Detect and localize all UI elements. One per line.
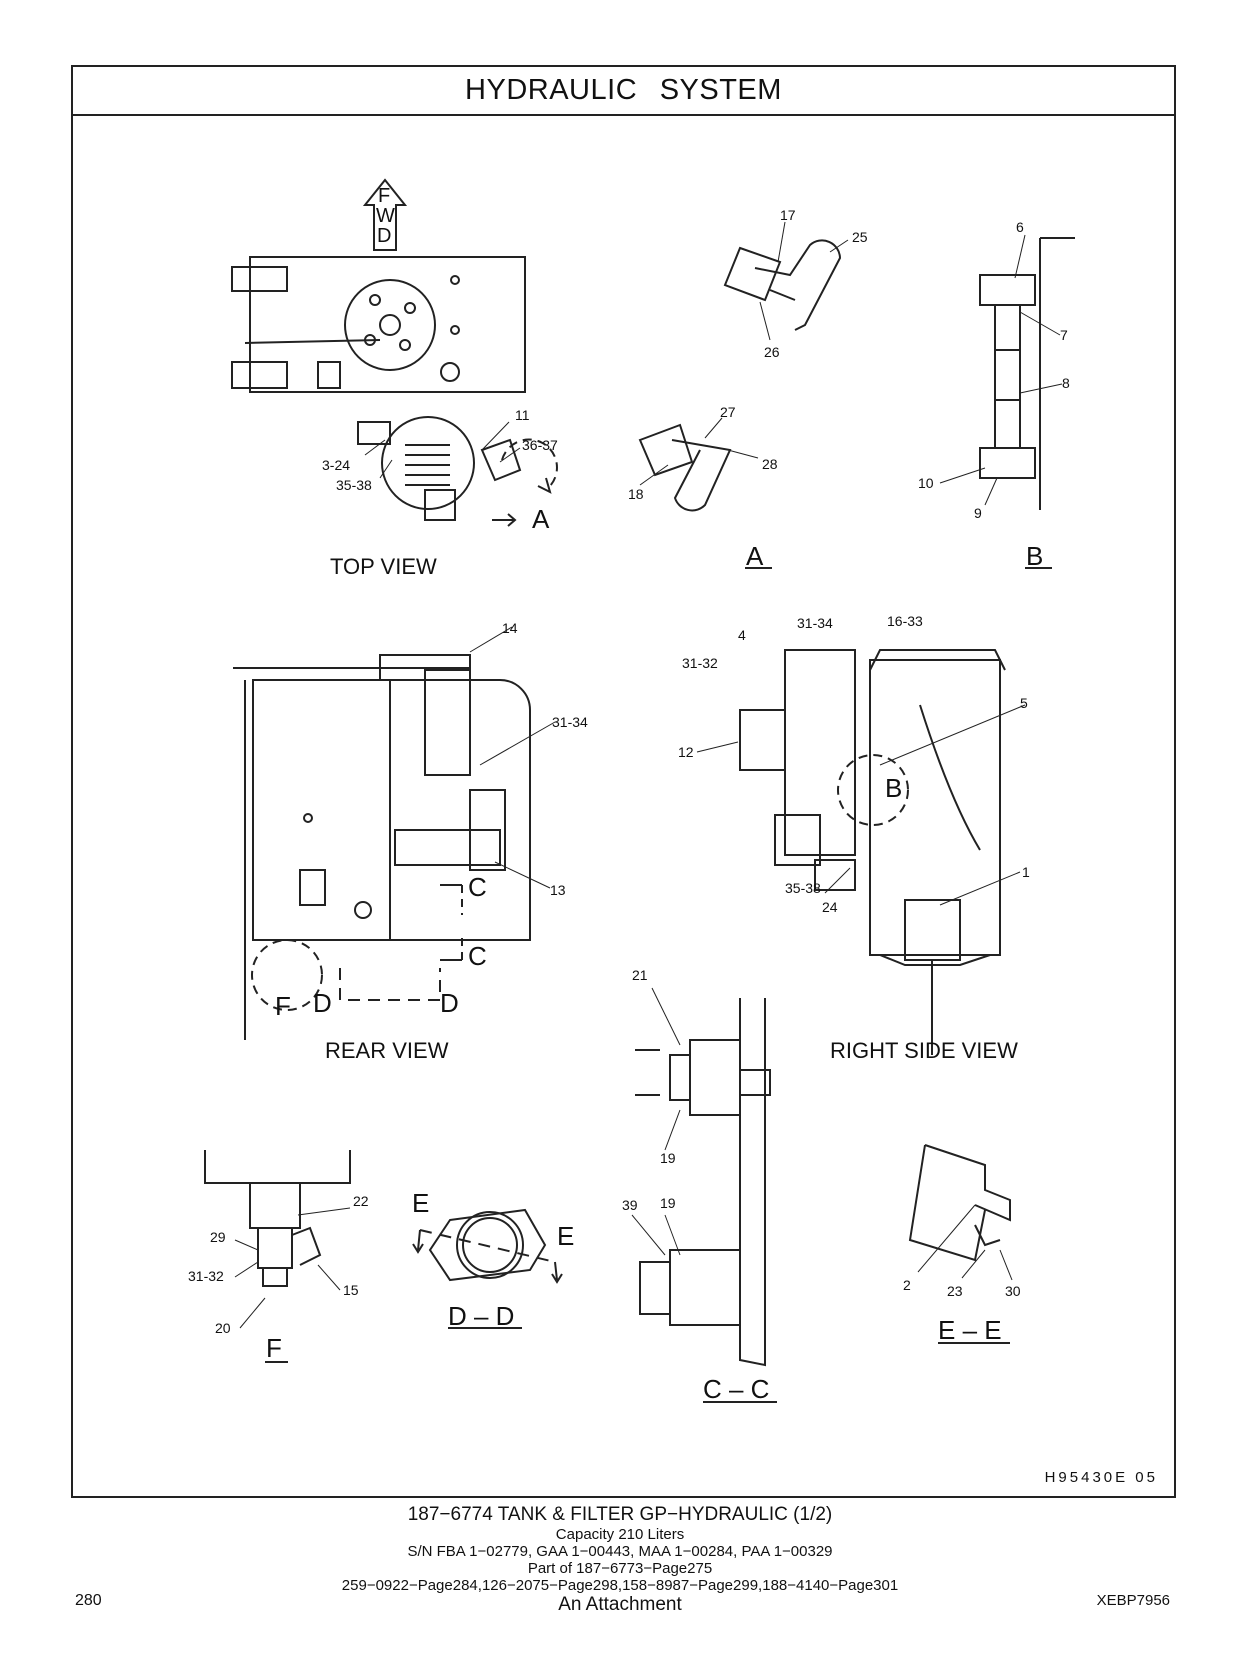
callout: 3-24 bbox=[322, 457, 350, 473]
callout: 27 bbox=[720, 404, 736, 420]
callout: 13 bbox=[550, 882, 566, 898]
detail-f-drawing bbox=[204, 1150, 351, 1329]
callout: 31-32 bbox=[188, 1268, 224, 1284]
detail-f-title: F bbox=[266, 1333, 282, 1363]
callout: 39 bbox=[622, 1197, 638, 1213]
marker-e-right: E bbox=[557, 1221, 574, 1251]
callout: 19 bbox=[660, 1195, 676, 1211]
callout: 12 bbox=[678, 744, 694, 760]
callout: 10 bbox=[918, 475, 934, 491]
callout: 24 bbox=[822, 899, 838, 915]
right-side-view-drawing bbox=[696, 649, 1026, 1055]
callout: 26 bbox=[764, 344, 780, 360]
marker-d-right: D bbox=[440, 988, 459, 1018]
marker-f-rear: F bbox=[275, 991, 291, 1021]
rear-view-drawing bbox=[233, 626, 556, 1040]
callout: 9 bbox=[974, 505, 982, 521]
attachment-note: An Attachment bbox=[558, 1594, 682, 1615]
callout: 20 bbox=[215, 1320, 231, 1336]
callout: 1 bbox=[1022, 864, 1030, 880]
serial-numbers: S/N FBA 1−02779, GAA 1−00443, MAA 1−0028… bbox=[407, 1543, 833, 1560]
callout: 31-34 bbox=[797, 615, 833, 631]
marker-c-lower: C bbox=[468, 941, 487, 971]
drawing-number: H95430E 05 bbox=[1044, 1469, 1158, 1486]
fwd-letter-d: D bbox=[377, 225, 391, 247]
callout: 35-38 bbox=[785, 880, 821, 896]
document-code: XEBP7956 bbox=[1096, 1592, 1170, 1609]
fwd-letter-w: W bbox=[376, 205, 395, 227]
callout: 35-38 bbox=[336, 477, 372, 493]
callout: 31-32 bbox=[682, 655, 718, 671]
callout: 30 bbox=[1005, 1283, 1021, 1299]
callout: 15 bbox=[343, 1282, 359, 1298]
callout: 19 bbox=[660, 1150, 676, 1166]
page-title: HYDRAULIC SYSTEM bbox=[465, 74, 782, 106]
callout: 4 bbox=[738, 627, 746, 643]
callout: 22 bbox=[353, 1193, 369, 1209]
detail-cc-drawing bbox=[631, 987, 771, 1367]
callout: 8 bbox=[1062, 375, 1070, 391]
detail-b-drawing bbox=[939, 234, 1075, 510]
marker-b-right: B bbox=[885, 773, 902, 803]
detail-ee-drawing bbox=[908, 1144, 1013, 1281]
right-side-view-title: RIGHT SIDE VIEW bbox=[830, 1038, 1018, 1063]
capacity-line: Capacity 210 Liters bbox=[555, 1526, 685, 1543]
callout: 31-34 bbox=[552, 714, 588, 730]
title-bar: HYDRAULIC SYSTEM bbox=[73, 67, 1174, 116]
detail-cc-title: C – C bbox=[703, 1374, 769, 1404]
callout: 23 bbox=[947, 1283, 963, 1299]
detail-dd-drawing bbox=[412, 1208, 563, 1284]
detail-a-title: A bbox=[746, 541, 764, 571]
callout: 6 bbox=[1016, 219, 1024, 235]
callout: 28 bbox=[762, 456, 778, 472]
marker-e-left: E bbox=[412, 1188, 429, 1218]
detail-dd-title: D – D bbox=[448, 1301, 514, 1331]
marker-a-top: A bbox=[532, 504, 550, 534]
fwd-letter-f: F bbox=[378, 185, 390, 207]
marker-d-left: D bbox=[313, 988, 332, 1018]
rear-view-title: REAR VIEW bbox=[325, 1038, 449, 1063]
callout: 14 bbox=[502, 620, 518, 636]
detail-ee-title: E – E bbox=[938, 1315, 1002, 1345]
page-number: 280 bbox=[75, 1592, 102, 1609]
callout: 7 bbox=[1060, 327, 1068, 343]
callout: 21 bbox=[632, 967, 648, 983]
callout: 2 bbox=[903, 1277, 911, 1293]
detail-a-drawing bbox=[638, 221, 849, 512]
callout: 36-37 bbox=[522, 437, 558, 453]
callout: 29 bbox=[210, 1229, 226, 1245]
marker-c-upper: C bbox=[468, 872, 487, 902]
callout: 5 bbox=[1020, 695, 1028, 711]
part-title: 187−6774 TANK & FILTER GP−HYDRAULIC (1/2… bbox=[407, 1504, 833, 1525]
part-of-line: Part of 187−6773−Page275 bbox=[527, 1560, 713, 1577]
callout: 16-33 bbox=[887, 613, 923, 629]
top-view-title: TOP VIEW bbox=[330, 554, 437, 579]
part-caption: 187−6774 TANK & FILTER GP−HYDRAULIC (1/2… bbox=[0, 1504, 1240, 1616]
drawing-frame: HYDRAULIC SYSTEM H95430E 05 bbox=[71, 65, 1176, 1498]
related-pages: 259−0922−Page284,126−2075−Page298,158−89… bbox=[341, 1577, 899, 1594]
top-view-drawing bbox=[231, 178, 558, 527]
callout: 11 bbox=[515, 407, 530, 423]
callout: 17 bbox=[780, 207, 796, 223]
callout: 25 bbox=[852, 229, 868, 245]
detail-b-title: B bbox=[1026, 541, 1043, 571]
callout: 18 bbox=[628, 486, 644, 502]
